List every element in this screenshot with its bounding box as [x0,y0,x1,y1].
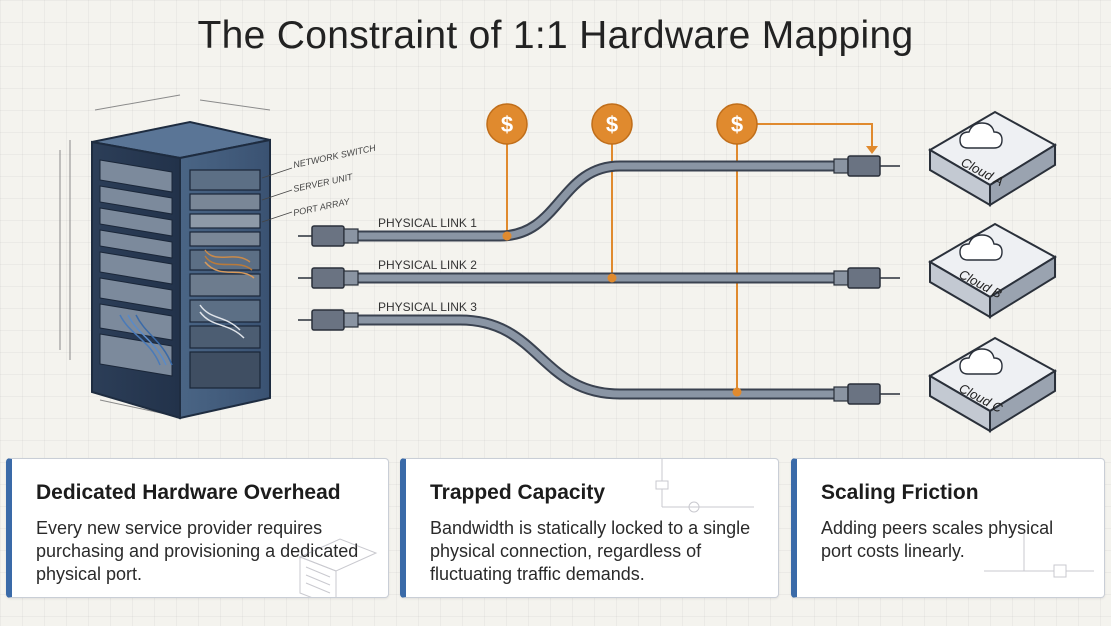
cable-link-3 [350,314,844,400]
cloud-icon [959,348,1003,375]
connector-right-1 [833,155,900,177]
cloud-appliance-b: Cloud B [928,222,1057,319]
link-label-3: PHYSICAL LINK 3 [378,300,477,314]
card-title: Trapped Capacity [430,481,606,504]
card-dedicated-hardware: Dedicated Hardware Overhead Every new se… [6,458,389,598]
cloud-icon [959,122,1003,149]
server-sketch-icon [298,538,378,597]
cloud-icon [959,234,1003,261]
card-body: Every new service provider requires purc… [36,518,359,584]
connector-left-1 [298,225,359,247]
cloud-appliance-c: Cloud C [928,336,1057,433]
annotation-server-unit: SERVER UNIT [292,171,355,194]
link-label-2: PHYSICAL LINK 2 [378,258,477,272]
cost-junction-1 [502,231,512,241]
connector-right-2 [833,267,900,289]
cost-badge-1: $ [486,103,528,145]
card-title: Dedicated Hardware Overhead [36,481,341,504]
hardware-mapping-diagram: NETWORK SWITCH SERVER UNIT PORT ARRAY PH… [59,94,1057,433]
server-rack [91,120,271,420]
cost-arrow-icon [866,146,878,154]
annotation-port-array: PORT ARRAY [292,196,351,218]
circuit-sketch-icon [655,459,754,513]
rack-annotations: NETWORK SWITCH SERVER UNIT PORT ARRAY [261,143,377,223]
cloud-appliance-a: Cloud A [928,110,1057,207]
connector-right-3 [833,383,900,405]
card-scaling-friction: Scaling Friction Adding peers scales phy… [791,458,1105,598]
card-trapped-capacity: Trapped Capacity Bandwidth is statically… [400,458,779,598]
card-body: Adding peers scales physical port costs … [821,518,1054,561]
card-title: Scaling Friction [821,481,979,504]
connector-left-3 [298,309,359,331]
annotation-network-switch: NETWORK SWITCH [292,143,377,170]
dollar-icon: $ [606,112,618,137]
cost-junction-2 [607,273,617,283]
cost-junction-3 [732,387,742,397]
card-body: Bandwidth is statically locked to a sing… [430,518,751,584]
cost-badge-3: $ [716,103,758,145]
circuit-sketch-icon [984,531,1094,578]
page-title: The Constraint of 1:1 Hardware Mapping [197,14,914,57]
connector-left-2 [298,267,359,289]
dollar-icon: $ [731,112,743,137]
link-label-1: PHYSICAL LINK 1 [378,216,477,230]
cost-badge-2: $ [591,103,633,145]
dollar-icon: $ [501,112,513,137]
cable-link-1 [350,160,844,242]
